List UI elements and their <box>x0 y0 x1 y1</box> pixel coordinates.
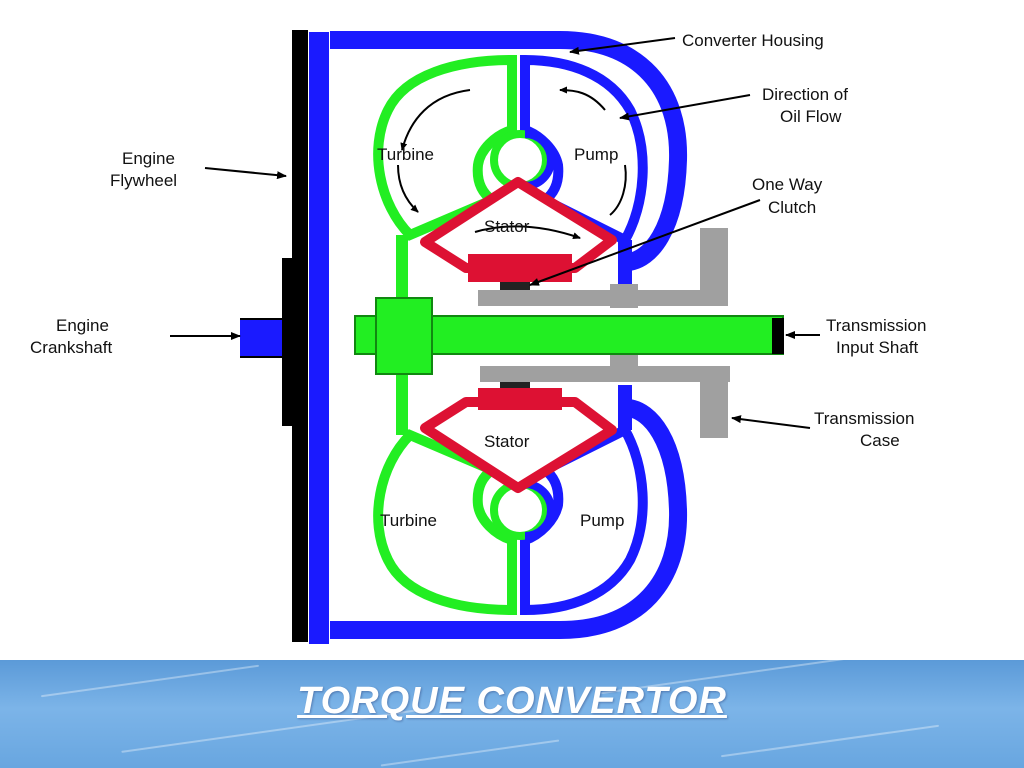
part-turbine-top: Turbine <box>377 145 434 164</box>
label-converter-housing: Converter Housing <box>682 31 824 50</box>
slide-title: TORQUE CONVERTOR <box>297 680 727 722</box>
label-one-way-clutch-1: One Way <box>752 175 823 194</box>
crankshaft-blue-cap <box>240 320 282 356</box>
title-banner: TORQUE CONVERTOR <box>0 660 1024 768</box>
part-stator-bottom: Stator <box>484 432 530 451</box>
label-engine-flywheel-1: Engine <box>122 149 175 168</box>
one-way-clutch-bottom <box>500 380 530 388</box>
coupling-top-right <box>524 130 555 190</box>
coupling-bottom-right <box>524 480 555 540</box>
part-pump-bottom: Pump <box>580 511 624 530</box>
torque-converter-diagram: Converter Housing Direction of Oil Flow … <box>30 30 926 644</box>
transmission-case <box>478 228 730 438</box>
part-stator-top: Stator <box>484 217 530 236</box>
label-direction-oil-flow-2: Oil Flow <box>780 107 842 126</box>
label-transmission-case-2: Case <box>860 431 900 450</box>
label-transmission-input-shaft-2: Input Shaft <box>836 338 919 357</box>
part-turbine-bottom: Turbine <box>380 511 437 530</box>
label-engine-crankshaft-1: Engine <box>56 316 109 335</box>
label-engine-flywheel-2: Flywheel <box>110 171 177 190</box>
label-one-way-clutch-2: Clutch <box>768 198 816 217</box>
oil-flow-arrows <box>397 86 627 240</box>
engine-flywheel <box>292 30 308 642</box>
label-transmission-case-1: Transmission <box>814 409 914 428</box>
one-way-clutch-top <box>500 282 530 290</box>
label-direction-oil-flow-1: Direction of <box>762 85 848 104</box>
stator-bottom <box>420 388 617 493</box>
label-transmission-input-shaft-1: Transmission <box>826 316 926 335</box>
stator-top <box>420 177 617 282</box>
part-pump-top: Pump <box>574 145 618 164</box>
label-engine-crankshaft-2: Crankshaft <box>30 338 112 357</box>
transmission-input-shaft <box>354 297 784 375</box>
flywheel-hub <box>282 258 294 426</box>
callout-lines <box>170 37 820 429</box>
